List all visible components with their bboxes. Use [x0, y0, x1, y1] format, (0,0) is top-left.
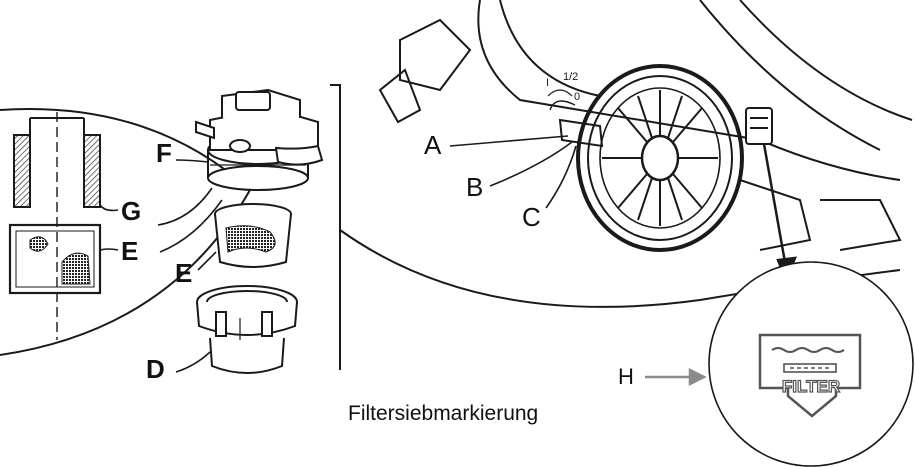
filter-screen-e — [214, 203, 292, 268]
leaders-center — [175, 159, 217, 373]
label-h: H — [618, 364, 634, 389]
label-g: G — [121, 196, 142, 226]
filter-housing-f — [195, 88, 324, 191]
label-f: F — [156, 138, 172, 168]
filter-symbol-text: FILTER — [782, 377, 840, 396]
label-a: A — [424, 130, 442, 160]
label-c: C — [522, 202, 541, 232]
pointer-h — [645, 367, 707, 387]
cap-arrow — [762, 143, 797, 284]
filter-symbol-magnifier: FILTER — [708, 261, 914, 467]
machine-filter-cap — [745, 107, 773, 145]
marking-zero: 0 — [574, 91, 580, 103]
leaders-right — [449, 135, 577, 209]
label-b: B — [466, 172, 484, 202]
detail-magnifier — [0, 108, 252, 356]
wheel — [576, 64, 744, 252]
label-e-detail: E — [121, 236, 139, 266]
filter-cup-d — [196, 285, 298, 374]
label-d: D — [146, 354, 165, 384]
marking-one: I — [546, 77, 549, 89]
leaders-left — [99, 187, 223, 253]
wheel-markings: I 1/2 0 — [546, 71, 580, 103]
label-e-part: E — [175, 258, 193, 288]
marking-half: 1/2 — [563, 71, 578, 83]
caption: Filtersiebmarkierung — [348, 402, 539, 425]
